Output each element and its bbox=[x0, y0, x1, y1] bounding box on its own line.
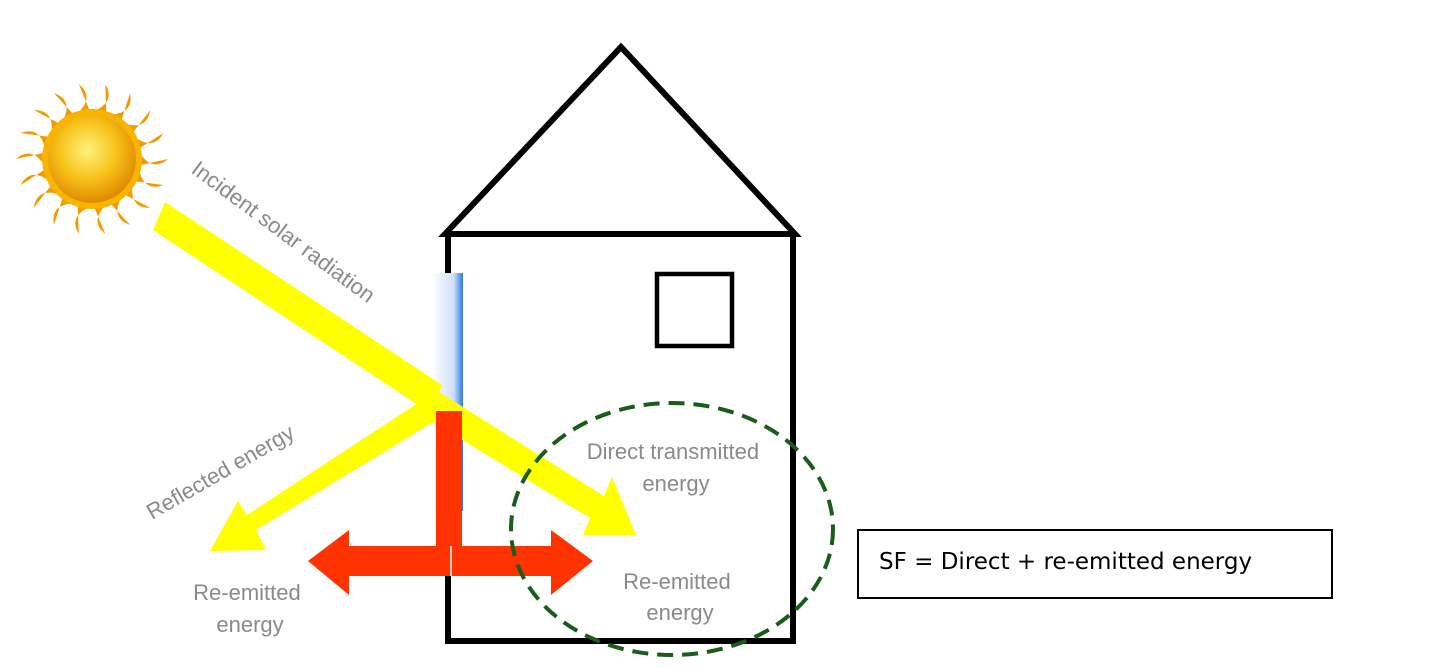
sun-ray bbox=[124, 110, 151, 134]
sun-ray bbox=[53, 197, 74, 225]
sun-ray bbox=[124, 184, 151, 208]
reemitted-left-arrow bbox=[308, 530, 451, 595]
sun-ray bbox=[94, 204, 107, 234]
sun-ray bbox=[16, 152, 45, 166]
reemitted-right-label-line2: energy bbox=[646, 600, 713, 625]
house-window bbox=[654, 271, 735, 349]
reemitted-right-label-line1: Re-emitted bbox=[623, 569, 731, 594]
sun-ray bbox=[54, 93, 74, 121]
sun-ray bbox=[33, 184, 60, 208]
solar-factor-formula: SF = Direct + re-emitted energy bbox=[879, 549, 1253, 575]
sun-ray bbox=[139, 152, 168, 166]
sun-icon bbox=[16, 84, 168, 234]
solar-factor-dashed-circle bbox=[509, 401, 835, 657]
sun-ray bbox=[110, 93, 131, 121]
sun-ray bbox=[134, 169, 164, 187]
sun-ray bbox=[94, 84, 109, 114]
solar-factor-formula-box: SF = Direct + re-emitted energy bbox=[857, 529, 1333, 599]
sun-ray bbox=[20, 131, 50, 149]
sun-ray bbox=[110, 197, 130, 225]
reemitted-left-label-line1: Re-emitted bbox=[193, 580, 301, 605]
sun-ray bbox=[20, 169, 50, 185]
direct-transmitted-arrow bbox=[418, 385, 636, 535]
incident-radiation-arrow bbox=[153, 202, 442, 413]
sun-ray bbox=[134, 133, 164, 149]
reflected-energy-arrow bbox=[210, 391, 448, 551]
sun-ray bbox=[75, 204, 90, 234]
reemitted-right-label: Re-emitted energy bbox=[623, 569, 737, 625]
reemitted-right-arrow bbox=[451, 530, 593, 595]
reemitted-left-label-line2: energy bbox=[216, 612, 283, 637]
reemitted-left-label: Re-emitted energy bbox=[193, 580, 307, 637]
sun-ray bbox=[33, 110, 60, 134]
reemitted-energy-arrows bbox=[308, 411, 593, 595]
direct-transmitted-label: Direct transmitted energy bbox=[587, 439, 766, 496]
sun-ray bbox=[77, 84, 90, 114]
house-roof bbox=[438, 42, 802, 237]
direct-transmitted-label-line1: Direct transmitted bbox=[587, 439, 759, 464]
direct-transmitted-label-line2: energy bbox=[642, 471, 709, 496]
reemitted-vertical-bar bbox=[436, 411, 462, 547]
